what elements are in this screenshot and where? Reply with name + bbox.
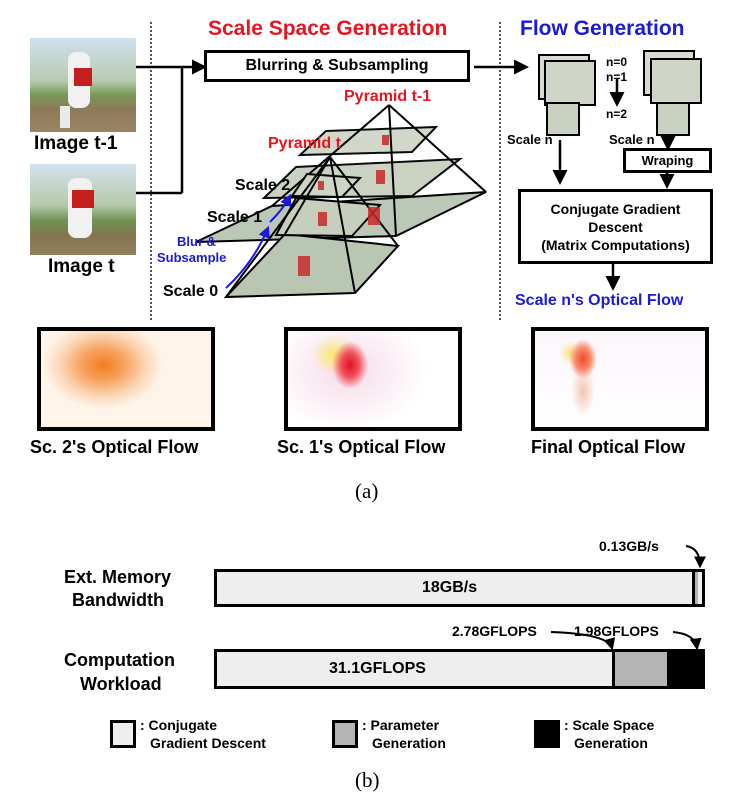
- scale-2-flow-caption: Sc. 2's Optical Flow: [30, 437, 199, 457]
- legend-param-line-1: : Parameter: [362, 717, 440, 733]
- scale-n-left-label: Scale n: [507, 132, 553, 147]
- cgd-box: Conjugate Gradient Descent (Matrix Compu…: [518, 189, 713, 264]
- wraping-label: Wraping: [641, 153, 694, 168]
- workload-bar: 31.1GFLOPS: [214, 649, 705, 689]
- flow-generation-arrows: [552, 79, 676, 291]
- bandwidth-small-segment: [692, 572, 698, 604]
- blur-subsample-label-1: Blur &: [177, 234, 216, 249]
- workload-small-value: 1.98GFLOPS: [574, 623, 659, 639]
- n-label-1: n=1: [606, 70, 628, 84]
- scale-1-flow-caption: Sc. 1's Optical Flow: [277, 437, 446, 457]
- diagram-b-arrows: [550, 545, 706, 651]
- image-t-minus-1-label: Image t-1: [34, 133, 118, 154]
- separator-left: [150, 22, 152, 320]
- row1-label-line-1: Ext. Memory: [64, 567, 172, 587]
- cgd-line-3: (Matrix Computations): [541, 236, 690, 253]
- image-t-minus-1-photo: [30, 38, 136, 132]
- legend-param-line-2: Generation: [372, 735, 446, 751]
- flow-generation-title: Flow Generation: [520, 17, 685, 40]
- image-t-photo: [30, 164, 136, 255]
- scale-2-flow-image: [37, 327, 215, 431]
- scale-n-frame-left: [546, 102, 580, 136]
- legend-swatch-cgd: [110, 720, 136, 748]
- final-flow-caption: Final Optical Flow: [531, 437, 686, 457]
- bandwidth-main-value: 18GB/s: [422, 579, 478, 596]
- row2-label-line-1: Computation: [64, 650, 175, 670]
- bandwidth-small-value: 0.13GB/s: [599, 538, 659, 554]
- input-connector: [136, 59, 529, 195]
- diagram-a-lines: [136, 59, 676, 299]
- scale-1-label: Scale 1: [207, 209, 263, 226]
- workload-scale-segment: [667, 652, 702, 686]
- pyramid-t: [223, 156, 401, 299]
- scale-n-right-label: Scale n: [609, 132, 655, 147]
- legend-scale-line-1: : Scale Space: [564, 717, 655, 733]
- legend-scale-line-2: Generation: [574, 735, 648, 751]
- scale-2-label: Scale 2: [235, 177, 291, 194]
- blurring-subsampling-box: Blurring & Subsampling: [204, 50, 470, 82]
- legend-swatch-scale: [534, 720, 560, 748]
- scale-0-label: Scale 0: [163, 283, 219, 300]
- workload-main-value: 31.1GFLOPS: [329, 660, 426, 677]
- row1-label-line-2: Bandwidth: [72, 590, 164, 610]
- caption-b: (b): [355, 768, 380, 792]
- caption-a: (a): [355, 479, 379, 503]
- cgd-line-1: Conjugate Gradient: [550, 200, 681, 217]
- pyramid-t-minus-1-label: Pyramid t-1: [344, 88, 432, 105]
- bandwidth-bar: 18GB/s: [214, 569, 705, 607]
- workload-param-segment: [612, 652, 670, 686]
- scale-1-flow-image: [284, 327, 462, 431]
- stacked-frames-right-front: [650, 58, 702, 104]
- legend-swatch-param: [332, 720, 358, 748]
- legend-cgd-line-1: : Conjugate: [140, 717, 217, 733]
- n-label-2: n=2: [606, 107, 628, 121]
- row2-label-line-2: Workload: [80, 674, 162, 694]
- legend-cgd-line-2: Gradient Descent: [150, 735, 266, 751]
- workload-mid-value: 2.78GFLOPS: [452, 623, 537, 639]
- cgd-line-2: Descent: [588, 218, 643, 235]
- blur-subsample-arrows: [225, 193, 292, 289]
- scale-n-optical-flow-label: Scale n's Optical Flow: [515, 292, 684, 309]
- scale-n-frame-right: [656, 102, 690, 136]
- final-flow-image: [531, 327, 709, 431]
- blurring-subsampling-label: Blurring & Subsampling: [245, 57, 429, 74]
- image-t-label: Image t: [48, 256, 115, 277]
- n-label-0: n=0: [606, 55, 628, 69]
- separator-right: [499, 22, 501, 320]
- pyramid-layer-subjects: [298, 135, 389, 276]
- stacked-frames-left-front: [544, 60, 596, 106]
- scale-space-title: Scale Space Generation: [208, 17, 448, 40]
- pyramid-t-label: Pyramid t: [268, 135, 341, 152]
- wraping-box: Wraping: [623, 148, 712, 173]
- blur-subsample-label-2: Subsample: [157, 250, 227, 265]
